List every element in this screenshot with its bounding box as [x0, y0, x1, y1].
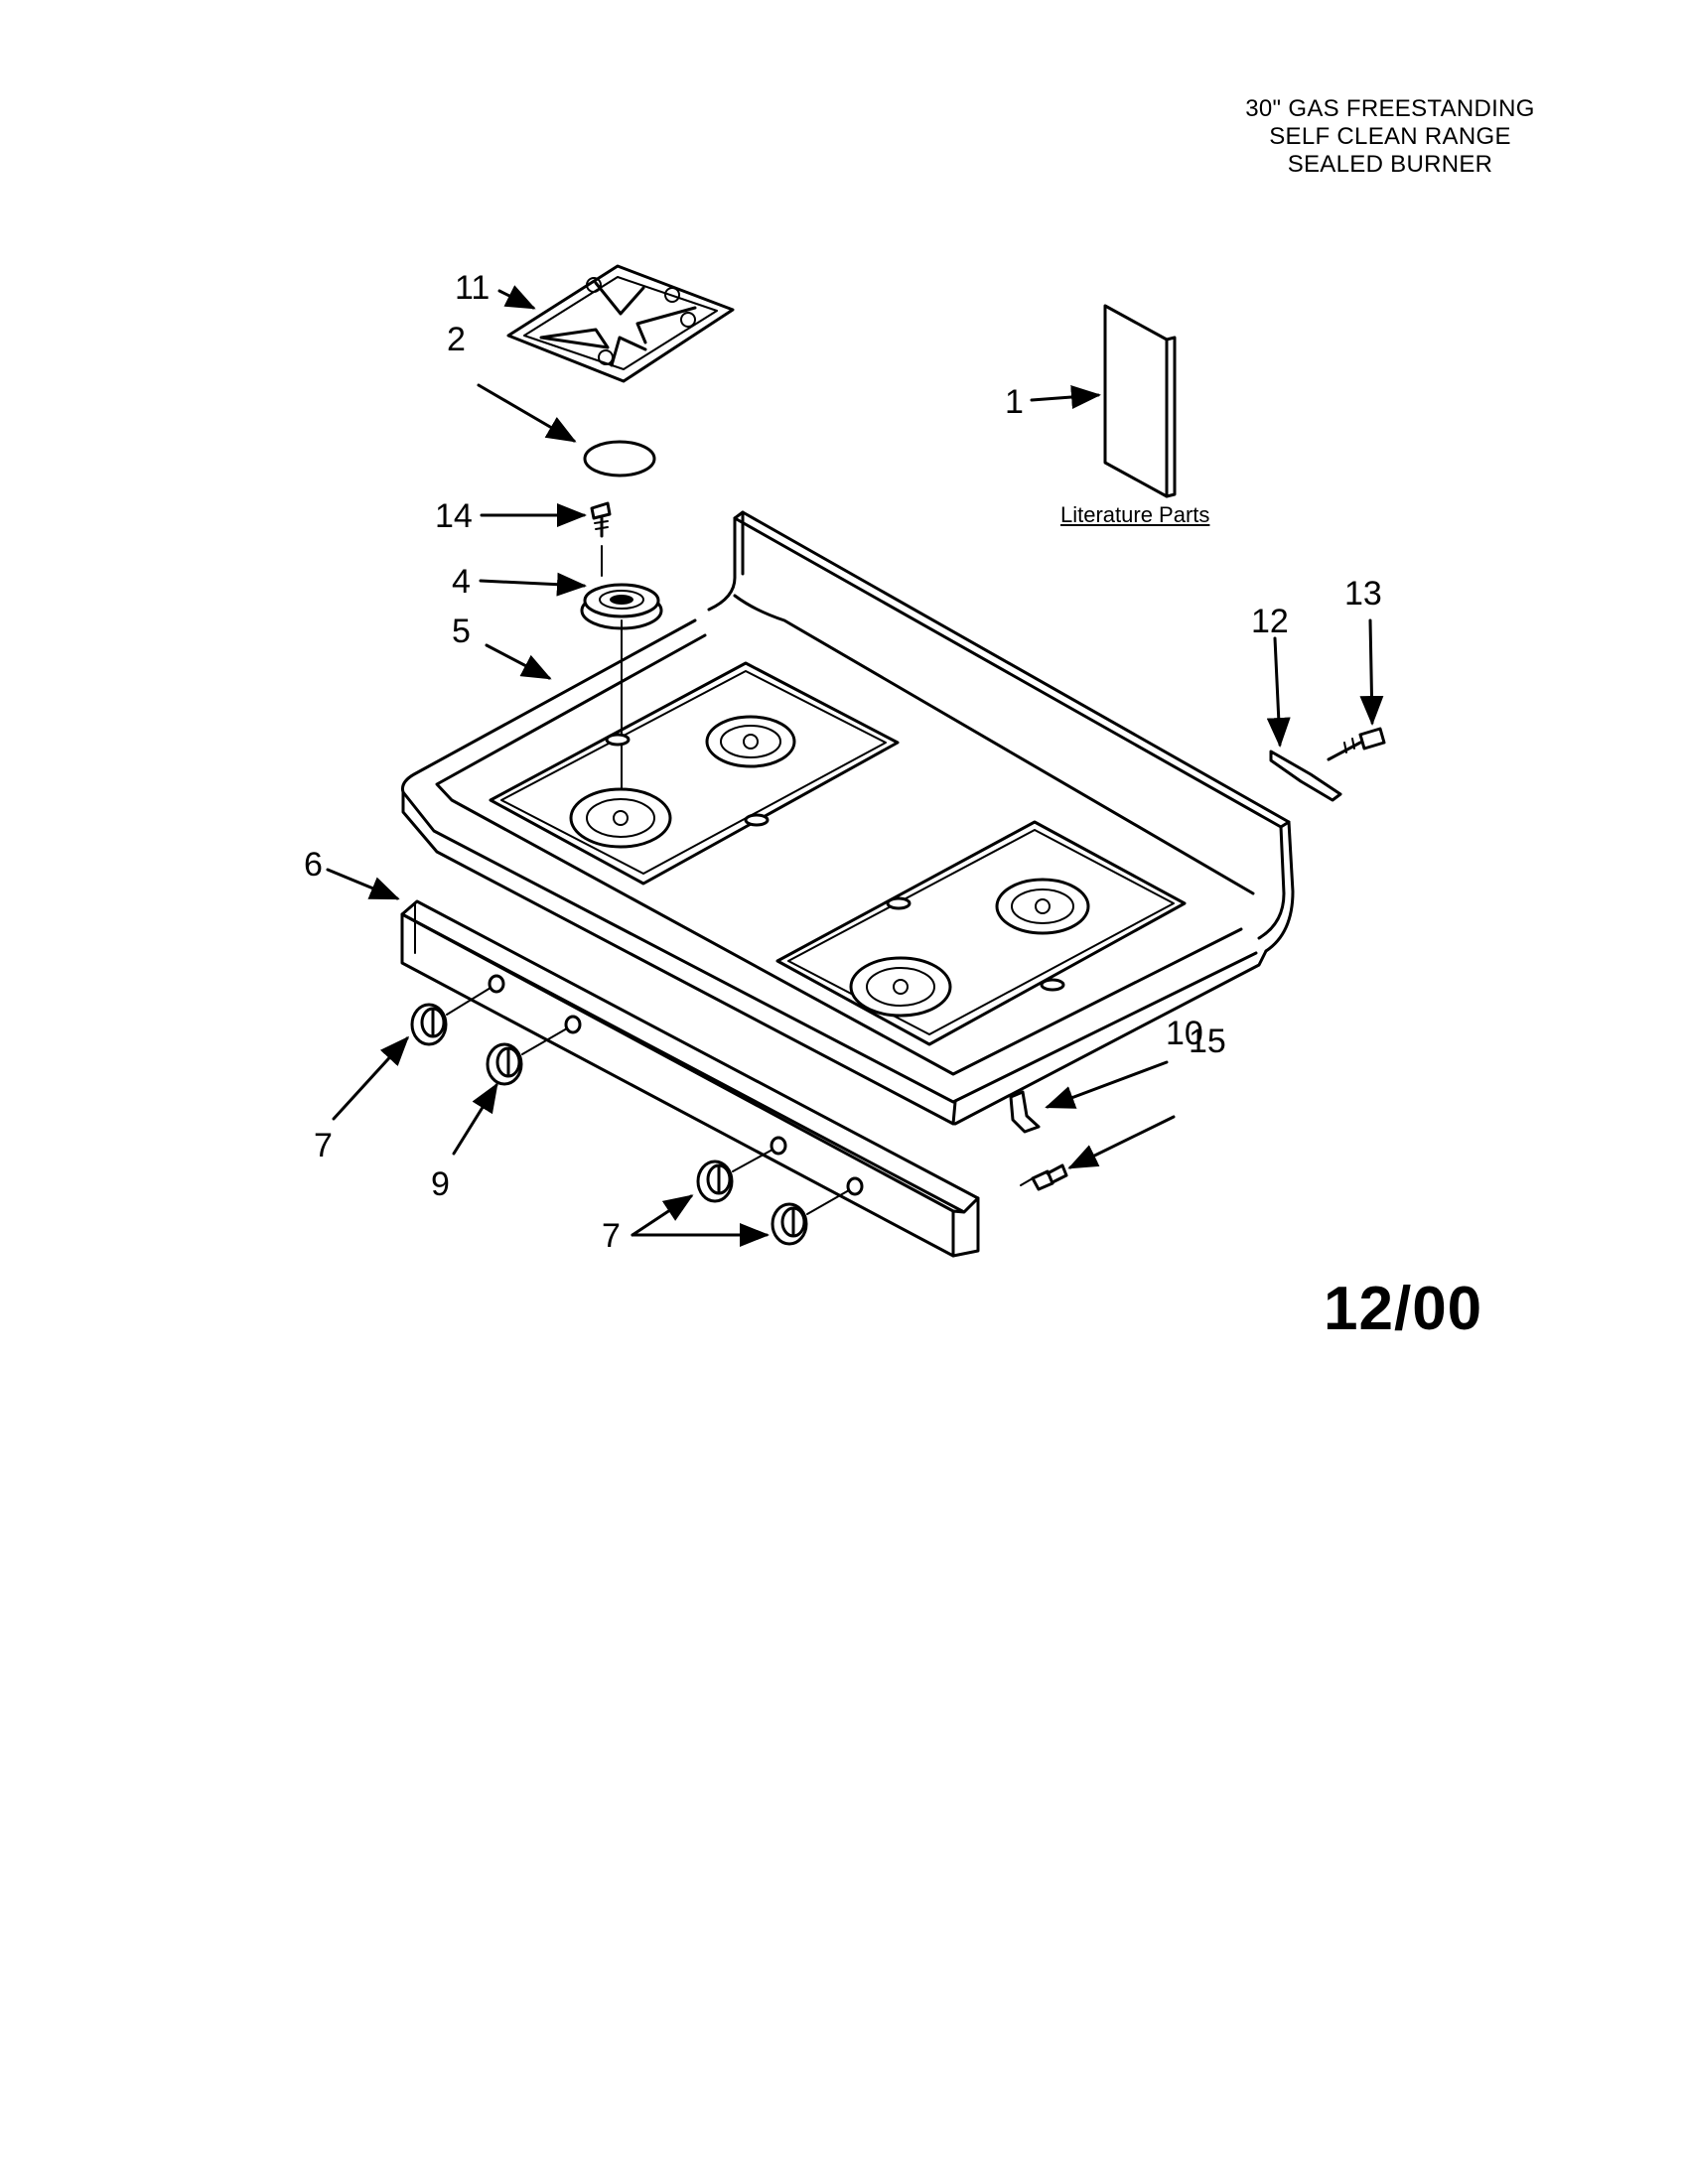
callout-12: 12	[1251, 603, 1289, 640]
leader-lines	[326, 285, 1384, 1247]
title-line-1: 30" GAS FREESTANDING	[1245, 95, 1535, 122]
callout-7-bottom: 7	[602, 1217, 621, 1255]
knobs	[410, 987, 850, 1246]
callout-5: 5	[452, 613, 471, 650]
control-panel	[400, 899, 980, 1258]
burner-grate	[506, 264, 735, 383]
callout-7-left: 7	[314, 1127, 333, 1164]
title-line-3: SEALED BURNER	[1287, 151, 1493, 178]
literature-booklet	[1103, 304, 1177, 498]
literature-parts-label: Literature Parts	[1060, 502, 1210, 527]
callout-13: 13	[1344, 575, 1382, 613]
diagram-title: 30" GAS FREESTANDING SELF CLEAN RANGE SE…	[1182, 95, 1599, 179]
burner-cap	[583, 440, 656, 478]
bracket-and-screw	[1269, 727, 1386, 802]
cooktop	[401, 510, 1295, 1126]
callout-4: 4	[452, 563, 471, 601]
callout-6: 6	[304, 846, 323, 884]
callout-15: 15	[1189, 1023, 1226, 1060]
callout-14: 14	[435, 497, 473, 535]
burner-base	[580, 583, 663, 795]
callout-1: 1	[1005, 383, 1024, 421]
callout-10: 10	[1166, 1015, 1203, 1052]
callout-11: 11	[455, 269, 491, 307]
burner-screw	[590, 501, 612, 577]
clip-and-screw	[1009, 1090, 1068, 1191]
title-line-2: SELF CLEAN RANGE	[1269, 123, 1511, 150]
callout-9: 9	[431, 1165, 450, 1203]
date-code: 12/00	[1324, 1275, 1483, 1343]
callout-2: 2	[447, 321, 466, 358]
